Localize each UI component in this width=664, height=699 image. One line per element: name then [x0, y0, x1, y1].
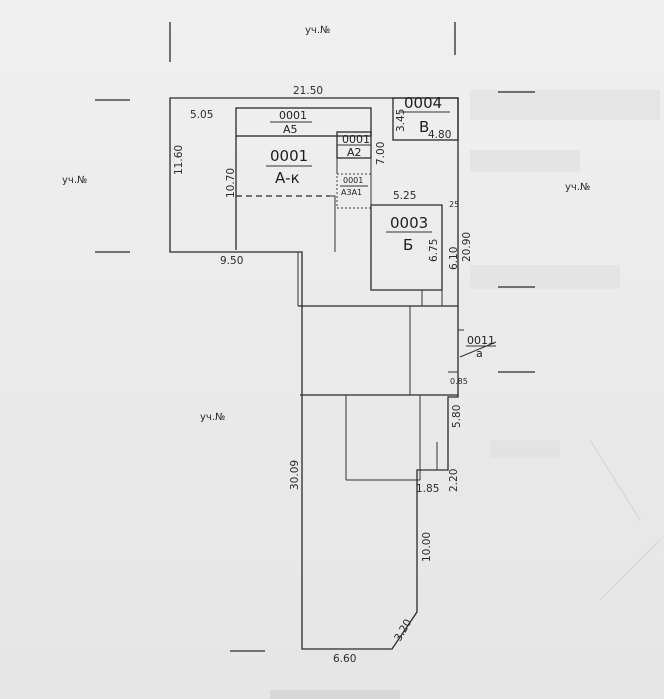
- room-b-name: Б: [403, 236, 413, 254]
- dim-b-top: 5.25: [393, 190, 416, 202]
- cropped-caption: [270, 690, 400, 699]
- room-v-code: 0004: [404, 94, 442, 112]
- dim-lower-length: 30.09: [289, 460, 301, 490]
- room-partitions: [235, 97, 497, 481]
- dim-bottom-width: 6.60: [333, 653, 356, 665]
- room-main-code: 0001: [270, 147, 308, 165]
- room-a5-code: 0001: [279, 109, 307, 122]
- dim-lower-185: 1.85: [416, 483, 439, 495]
- building-outline: [169, 97, 464, 650]
- neighbor-label-left: уч.№: [62, 175, 87, 186]
- neighbor-label-top: уч.№: [305, 25, 330, 36]
- room-a-code: 0011: [467, 334, 495, 347]
- room-a3a1-name: А3А1: [341, 188, 362, 197]
- dim-lower-1000: 10.00: [421, 532, 433, 562]
- dim-bottom-left: 9.50: [220, 255, 243, 267]
- dim-b-right: 6.10: [448, 247, 460, 270]
- dim-right-total: 20.90: [461, 232, 473, 262]
- dim-v-width: 4.80: [428, 129, 451, 141]
- room-a3a1-code: 0001: [343, 176, 363, 185]
- dim-lower-220: 2.20: [448, 469, 460, 492]
- dim-b-height: 6.75: [428, 239, 440, 262]
- room-a2-name: А2: [347, 146, 362, 159]
- dim-v-height: 3.45: [395, 109, 407, 132]
- neighbor-label-bottom-left: уч.№: [200, 412, 225, 423]
- dim-small-25: 25: [449, 200, 459, 209]
- dim-top-total: 21.50: [293, 85, 323, 97]
- dim-top-left: 5.05: [190, 109, 213, 121]
- room-v-name: В: [419, 118, 429, 136]
- bleed-through-marks: [470, 90, 661, 601]
- dim-left-height: 11.60: [173, 145, 185, 175]
- room-a2-code: 0001: [342, 133, 370, 146]
- dim-a2-height: 7.00: [375, 142, 387, 165]
- dim-main-height: 10.70: [225, 168, 237, 198]
- dim-right-085: 0.85: [450, 377, 468, 386]
- boundary-ticks: [95, 22, 535, 652]
- room-a-name: а: [476, 347, 483, 360]
- room-main-name: А-к: [275, 169, 300, 187]
- room-b-code: 0003: [390, 214, 428, 232]
- dim-right-580: 5.80: [451, 405, 463, 428]
- neighbor-label-right: уч.№: [565, 182, 590, 193]
- room-a5-name: А5: [283, 123, 298, 136]
